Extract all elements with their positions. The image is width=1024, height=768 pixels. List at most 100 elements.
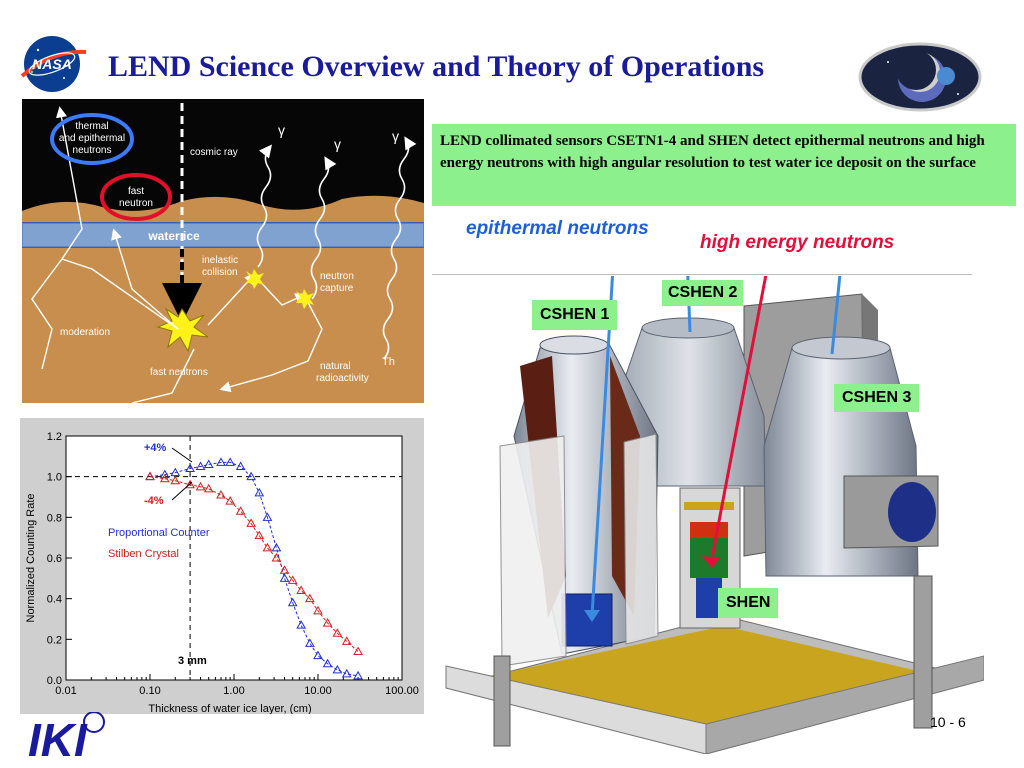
natural-label-2: radioactivity (316, 373, 369, 384)
y-tick-label: 1.2 (47, 431, 62, 443)
series-point-0 (296, 620, 307, 629)
series-point-1 (195, 481, 206, 491)
series-point-1 (271, 552, 282, 562)
series-point-0 (279, 573, 290, 582)
y-tick-label: 0.8 (47, 512, 62, 524)
series-point-1 (235, 506, 246, 515)
series-point-0 (235, 461, 246, 470)
lend-instrument-drawing (445, 276, 984, 754)
series-point-0 (203, 459, 214, 468)
series-point-1 (296, 585, 307, 595)
th-label: Th (382, 356, 395, 368)
series-point-0 (353, 670, 363, 680)
gamma-label-2: γ (334, 136, 341, 152)
iki-logo: IKI (28, 712, 105, 766)
x-tick-label: 0.01 (55, 685, 76, 697)
y-axis-label: Normalized Counting Rate (25, 493, 37, 622)
x-tick-label: 0.10 (139, 685, 160, 697)
x-tick-label: 1.00 (223, 685, 244, 697)
series-point-1 (246, 518, 257, 527)
water-ice-label: water ice (147, 229, 200, 243)
series-point-1 (287, 575, 298, 584)
counting-rate-chart: 0.01 0.10 1.00 10.00 100.00 0.0 0.2 0.4 0.6 0.8 1.… (20, 418, 424, 714)
gamma-label-1: γ (278, 122, 285, 138)
cshen-1-label: CSHEN 1 (532, 300, 618, 330)
series-point-1 (145, 471, 155, 481)
legend-stilben-crystal: Stilben Crystal (108, 548, 179, 560)
description-box: LEND collimated sensors CSETN1-4 and SHE… (432, 124, 1016, 206)
fast-neutrons-label: fast neutrons (150, 367, 208, 378)
fast-label-2: neutron (119, 198, 153, 209)
series-point-1 (304, 593, 315, 603)
capture-label: neutron (320, 271, 354, 282)
series-point-1 (353, 646, 363, 656)
series-point-0 (185, 463, 195, 473)
y-tick-label: 0.0 (47, 675, 62, 687)
shen-label: SHEN (718, 588, 779, 618)
epithermal-neutrons-label: epithermal neutrons (466, 218, 649, 239)
fast-label: fast (128, 186, 144, 197)
thermal-label-2: and epithermal (59, 133, 125, 144)
series-point-0 (341, 668, 352, 678)
series-point-1 (313, 605, 323, 615)
annotation-minus-4: -4% (144, 495, 164, 507)
inelastic-label: inelastic (202, 255, 238, 266)
neutron-physics-diagram: thermal and epithermal neutrons fast neu… (22, 99, 424, 403)
thermal-label-3: neutrons (73, 145, 112, 156)
series-point-0 (271, 542, 282, 552)
series-point-0 (332, 664, 343, 674)
y-tick-label: 0.6 (47, 553, 62, 565)
annotation-3mm: 3 mm (178, 655, 207, 667)
annotation-plus-4: +4% (144, 442, 167, 454)
gamma-label-3: γ (392, 128, 399, 144)
series-point-0 (287, 597, 298, 607)
page-title: LEND Science Overview and Theory of Oper… (108, 50, 765, 83)
series-point-1 (170, 475, 181, 485)
series-point-1 (254, 530, 265, 540)
series-point-1 (159, 473, 170, 483)
x-axis-label: Thickness of water ice layer, (cm) (148, 703, 311, 714)
series-point-1 (262, 542, 273, 552)
series-line-1 (149, 476, 359, 652)
x-tick-label: 100.00 (385, 685, 419, 697)
cosmic-ray-label: cosmic ray (190, 147, 238, 158)
cshen-2-label: CSHEN 2 (662, 280, 744, 306)
moderation-label: moderation (60, 327, 110, 338)
nasa-logo: NASA (20, 36, 87, 92)
moon-logo (858, 42, 982, 112)
y-tick-label: 0.2 (47, 634, 62, 646)
series-point-1 (216, 489, 226, 499)
series-point-1 (332, 628, 343, 637)
series-point-1 (341, 636, 352, 645)
cshen-3-label: CSHEN 3 (834, 384, 920, 412)
capture-label-2: capture (320, 283, 354, 294)
series-point-0 (322, 658, 333, 668)
series-point-0 (304, 638, 315, 647)
iki-logo-text: IKI (28, 714, 88, 766)
x-tick-label: 10.00 (304, 685, 332, 697)
series-point-0 (159, 469, 170, 479)
y-tick-label: 0.4 (47, 594, 62, 606)
legend-proportional-counter: Proportional Counter (108, 527, 210, 539)
thermal-label: thermal (75, 121, 108, 132)
series-point-0 (262, 512, 273, 521)
series-point-0 (246, 471, 257, 481)
series-point-1 (322, 618, 333, 627)
series-point-1 (225, 496, 236, 505)
divider-line (432, 274, 972, 275)
series-line-0 (149, 461, 359, 677)
nasa-logo-text: NASA (32, 56, 72, 72)
page-number: 10 - 6 (930, 714, 966, 730)
series-point-0 (170, 467, 181, 477)
y-tick-label: 1.0 (47, 472, 62, 484)
series-point-1 (203, 483, 214, 493)
inelastic-label-2: collision (202, 267, 238, 278)
high-energy-neutrons-label: high energy neutrons (700, 232, 895, 253)
series-point-0 (225, 457, 236, 466)
series-point-0 (313, 650, 323, 660)
series-point-0 (254, 487, 265, 497)
series-point-0 (216, 457, 226, 466)
natural-label: natural (320, 361, 351, 372)
series-point-1 (185, 479, 195, 489)
series-point-0 (195, 461, 206, 470)
